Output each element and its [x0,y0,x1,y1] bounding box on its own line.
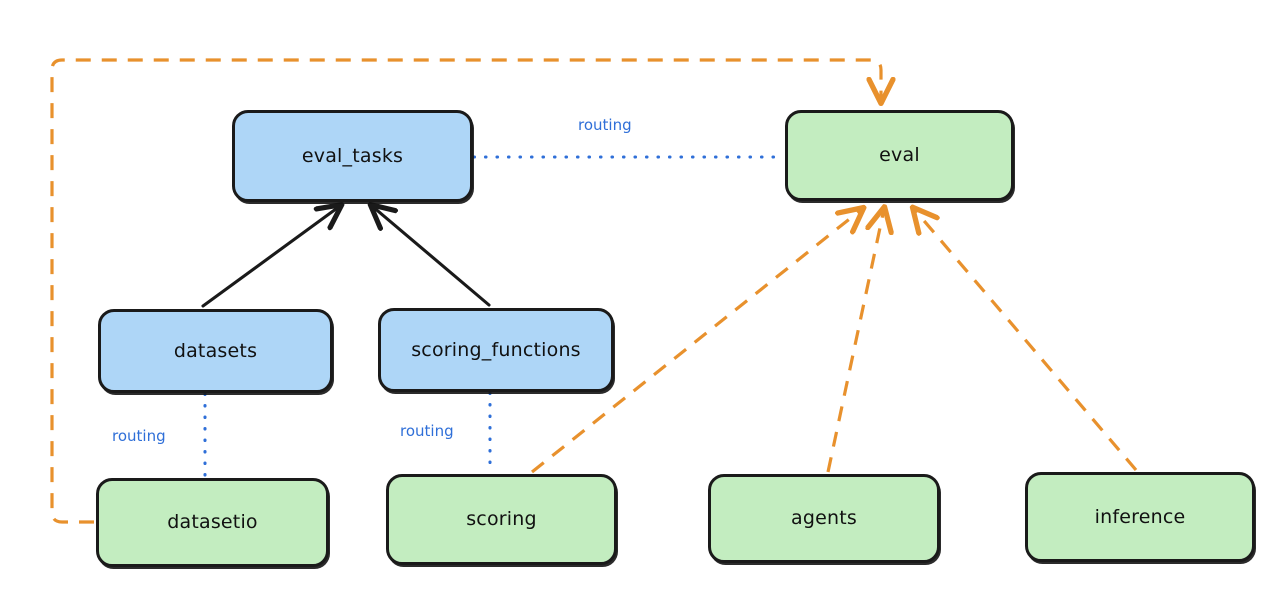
node-datasetio[interactable]: datasetio [96,478,329,567]
node-eval-tasks[interactable]: eval_tasks [232,110,473,202]
node-inference[interactable]: inference [1025,472,1255,562]
edge-label-eval-tasks-routing: routing [578,116,632,134]
node-eval-tasks-label: eval_tasks [301,144,404,167]
edge-agents-to-eval [826,209,884,473]
node-eval[interactable]: eval [785,110,1014,201]
node-inference-label: inference [1094,505,1186,528]
node-scoring[interactable]: scoring [386,474,617,565]
node-agents[interactable]: agents [708,474,940,563]
edge-label-scoring-functions-routing: routing [400,422,454,440]
node-scoring-functions[interactable]: scoring_functions [378,308,614,392]
node-eval-label: eval [879,144,920,166]
node-agents-label: agents [791,507,857,529]
edge-datasetio-to-eval [50,58,881,524]
edge-label-datasets-routing: routing [112,427,166,445]
node-datasets[interactable]: datasets [98,309,333,393]
edge-scoring-to-eval [531,209,862,474]
node-datasetio-label: datasetio [167,511,258,533]
node-datasets-label: datasets [173,339,258,362]
node-scoring-label: scoring [466,508,537,530]
edge-scoring-functions-to-eval-tasks [372,206,491,307]
node-scoring-functions-label: scoring_functions [411,338,581,361]
edge-inference-to-eval [914,209,1138,472]
edge-datasets-to-eval-tasks [201,206,340,308]
